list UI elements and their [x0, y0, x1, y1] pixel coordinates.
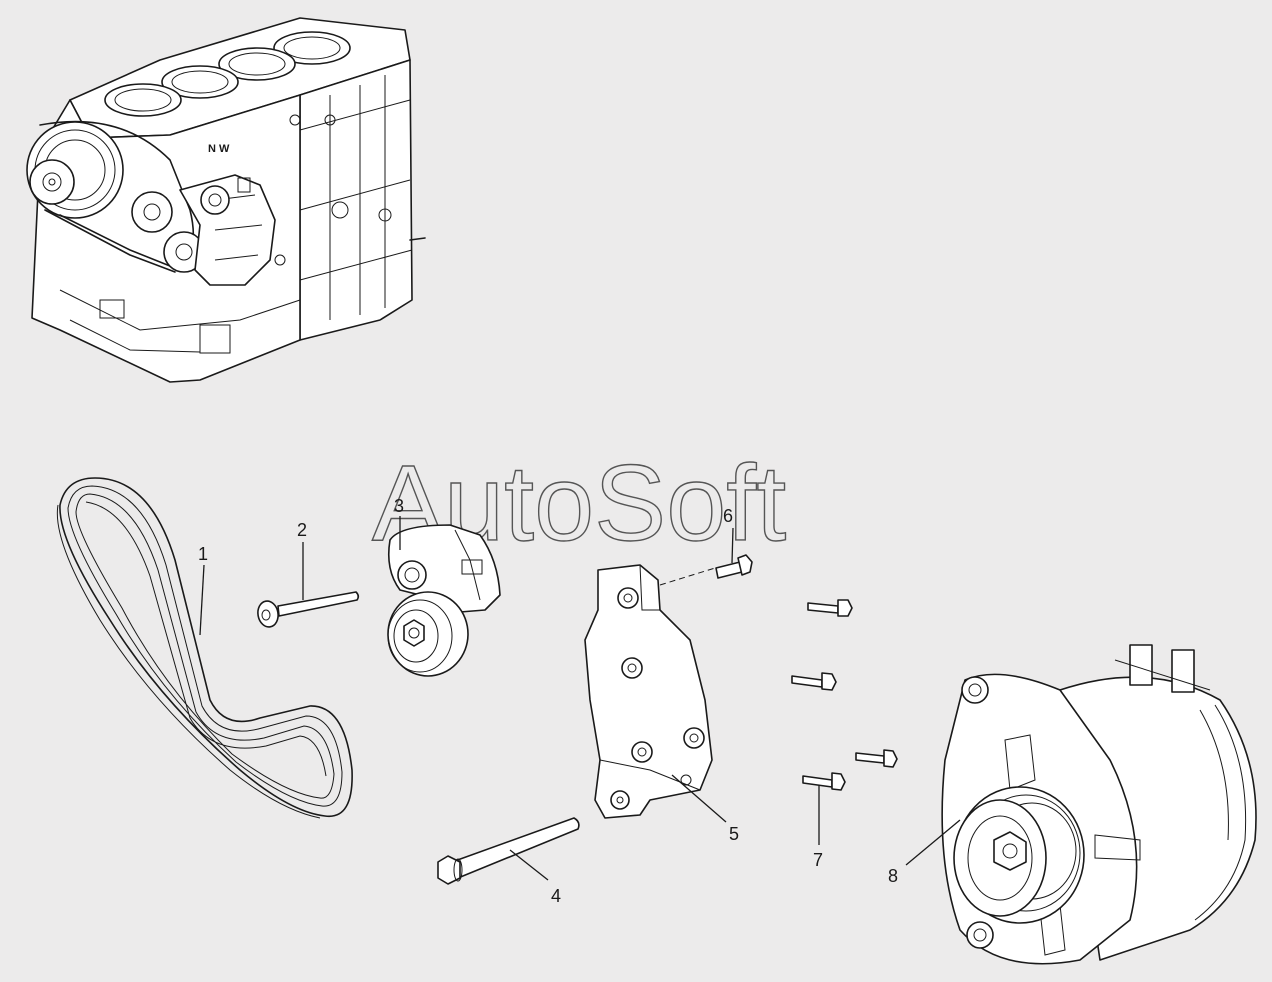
- callout-2: 2: [297, 520, 307, 540]
- callout-labels: 1 2 3 4 5 6 7 8: [198, 496, 898, 906]
- part-2-tensioner-bolt: [257, 591, 360, 628]
- callout-3: 3: [394, 496, 404, 516]
- engine-block-marks: N W: [208, 143, 230, 155]
- part-5-mounting-bracket: [584, 564, 716, 819]
- callout-5: 5: [729, 824, 739, 844]
- callout-4: 4: [551, 886, 561, 906]
- part-6-short-bolt: [715, 554, 753, 579]
- callout-7: 7: [813, 850, 823, 870]
- part-1-drive-belt: [56, 477, 353, 819]
- callout-8: 8: [888, 866, 898, 886]
- leader-lines: [199, 516, 961, 881]
- callout-6: 6: [723, 506, 733, 526]
- part-7-alternator-bolts: [791, 599, 898, 791]
- part-3-belt-tensioner: [387, 524, 501, 677]
- part-8-alternator: [941, 644, 1257, 965]
- engine-block-overview: N W: [26, 17, 426, 383]
- part-4-bracket-bolt: [437, 817, 580, 885]
- callout-1: 1: [198, 544, 208, 564]
